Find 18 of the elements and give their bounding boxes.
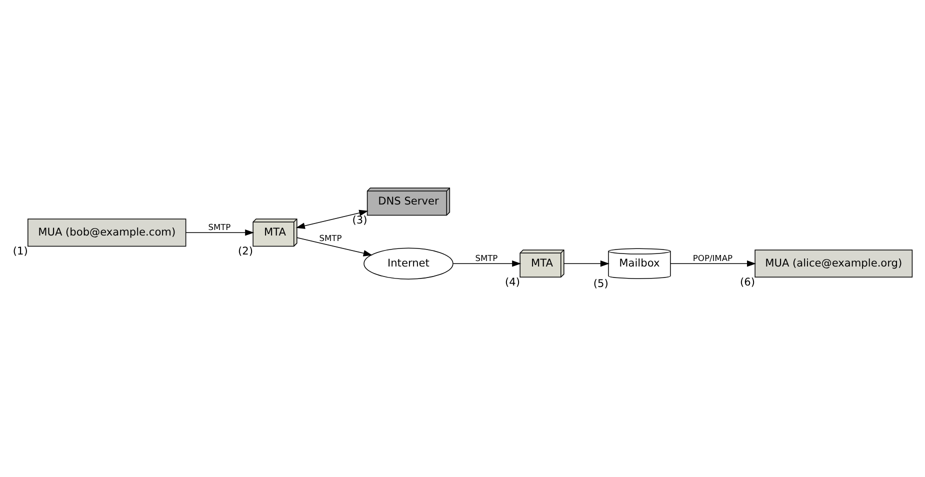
node-label: (3) (352, 214, 368, 226)
arrow (452, 260, 522, 266)
node-label: (2) (238, 245, 253, 258)
node-label: (4) (505, 276, 520, 288)
arrow (670, 260, 756, 266)
arrow (186, 228, 254, 236)
edge-label: SMTP (208, 222, 231, 232)
node-box: MUA (alice@example.org) (754, 249, 913, 278)
edge-label: SMTP (319, 232, 342, 242)
arrow (564, 260, 610, 266)
node-label: (5) (593, 278, 608, 290)
arrow (296, 209, 368, 228)
arrow (296, 236, 372, 256)
edge-label: POP/IMAP (692, 252, 733, 263)
edge-label: SMTP (475, 252, 498, 263)
node-box: MUA (bob@example.com) (28, 218, 186, 246)
node-label: (1) (12, 245, 28, 258)
node-label: (6) (740, 276, 755, 288)
